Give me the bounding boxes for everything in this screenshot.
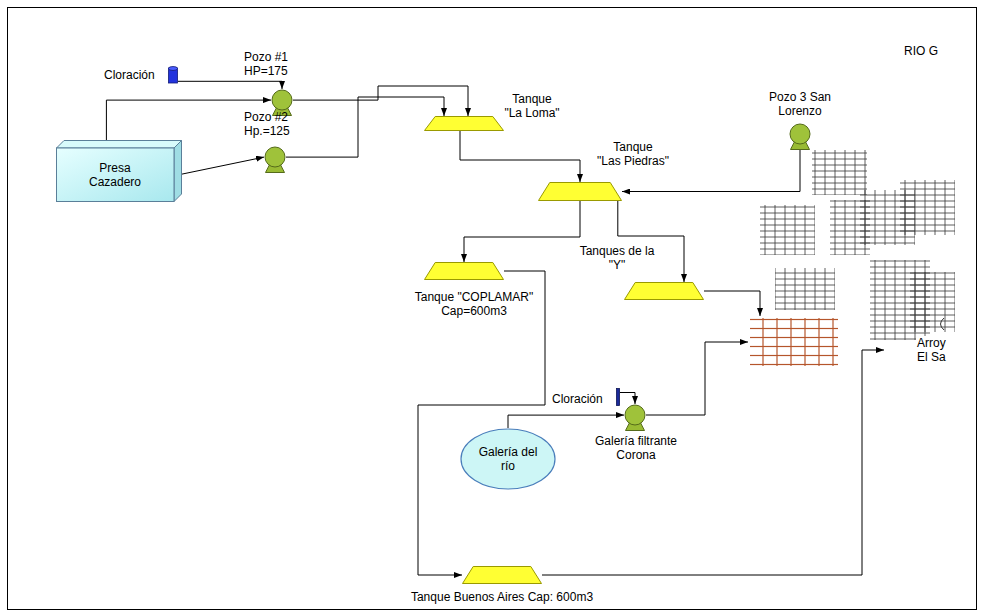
- tank-symbol: [424, 262, 504, 280]
- text-line: Lorenzo: [750, 104, 850, 118]
- text-line: Arroy: [917, 336, 946, 350]
- text-line: Presa: [56, 161, 174, 175]
- text-line: Corona: [590, 448, 682, 462]
- node-label: Tanques de la "Y": [576, 244, 658, 272]
- pump-well: Pozo #1 HP=175: [240, 50, 306, 116]
- pipe-connector: [286, 97, 444, 157]
- text-line: Pozo #2: [244, 110, 290, 124]
- text-line: Tanque: [588, 140, 678, 154]
- river-gallery: Galería del río: [460, 428, 558, 490]
- pipe-connector: [178, 81, 282, 89]
- tank-symbol: [462, 566, 542, 584]
- node-label: Tanque "Las Piedras": [588, 140, 678, 168]
- pipe-connector: [464, 201, 580, 262]
- node-label: Pozo 3 San Lorenzo: [750, 90, 850, 118]
- node-label: Cloración: [104, 68, 155, 82]
- text-line: Hp.=125: [244, 124, 290, 138]
- pump-symbol: [624, 404, 646, 431]
- node-label: Galería filtrante Corona: [590, 434, 682, 462]
- cyl-symbol: [168, 66, 178, 84]
- pipe-connector: [182, 157, 264, 174]
- water-tank: Tanque Buenos Aires Cap: 600m3: [380, 564, 626, 606]
- pipe-connector: [618, 201, 684, 282]
- pump-well: Pozo #2 Hp.=125: [240, 110, 306, 174]
- tank-symbol: [538, 182, 622, 201]
- text-line: "Las Piedras": [588, 154, 678, 168]
- dam-box: Presa Cazadero: [56, 140, 182, 202]
- text-line: "La Loma": [500, 106, 564, 120]
- frame: [8, 8, 977, 610]
- pump-symbol: [264, 146, 286, 173]
- node-label: Galería del río: [460, 445, 556, 473]
- bar-symbol: [616, 388, 620, 406]
- tank-symbol: [424, 116, 504, 131]
- water-tank: Tanque "La Loma": [424, 92, 566, 132]
- text-line: Tanque "COPLAMAR": [408, 290, 540, 304]
- pipe-connector: [460, 131, 580, 182]
- pipe-connector: [293, 86, 468, 116]
- chlorination-dosing: Cloración: [552, 388, 624, 412]
- supply-lines: [542, 291, 884, 575]
- text-line: HP=175: [244, 64, 288, 78]
- tank-symbol: [624, 282, 704, 300]
- node-label: Pozo #1 HP=175: [244, 50, 288, 78]
- node-label: Cloración: [552, 392, 603, 406]
- pipe-connector: [508, 415, 624, 428]
- node-label: Presa Cazadero: [56, 161, 174, 189]
- pump-symbol: [789, 123, 811, 150]
- water-tank: Tanque "COPLAMAR" Cap=600m3: [408, 260, 542, 322]
- text-line: "Y": [576, 258, 658, 272]
- water-tank: Tanques de la "Y": [576, 244, 706, 302]
- text-line: Galería del: [460, 445, 556, 459]
- text-line: Pozo #1: [244, 50, 288, 64]
- brown-street-grid: [750, 318, 838, 366]
- node-label: Tanque "COPLAMAR" Cap=600m3: [408, 290, 540, 318]
- text-line: El Sa: [917, 350, 946, 364]
- pipe-connector: [620, 393, 635, 405]
- text-line: Pozo 3 San: [750, 90, 850, 104]
- chlorination-tank: Cloración: [104, 64, 180, 88]
- node-label: Pozo #2 Hp.=125: [244, 110, 290, 138]
- text-line: Cazadero: [56, 175, 174, 189]
- place-label: Arroy El Sa: [916, 336, 947, 364]
- water-tank: Tanque "Las Piedras": [538, 140, 683, 202]
- pump-well: Pozo 3 San Lorenzo: [750, 90, 852, 152]
- text-line: Cap=600m3: [408, 304, 540, 318]
- river-curve: [941, 318, 945, 330]
- place-label: RIO G: [903, 44, 939, 58]
- node-label: Tanque "La Loma": [500, 92, 564, 120]
- text-line: río: [460, 459, 556, 473]
- node-label: Tanque Buenos Aires Cap: 600m3: [380, 590, 624, 604]
- pump-gallery: Galería filtrante Corona: [590, 402, 684, 464]
- text-line: Tanques de la: [576, 244, 658, 258]
- text-line: Tanque: [500, 92, 564, 106]
- street-grid: [760, 150, 955, 340]
- text-line: Galería filtrante: [590, 434, 682, 448]
